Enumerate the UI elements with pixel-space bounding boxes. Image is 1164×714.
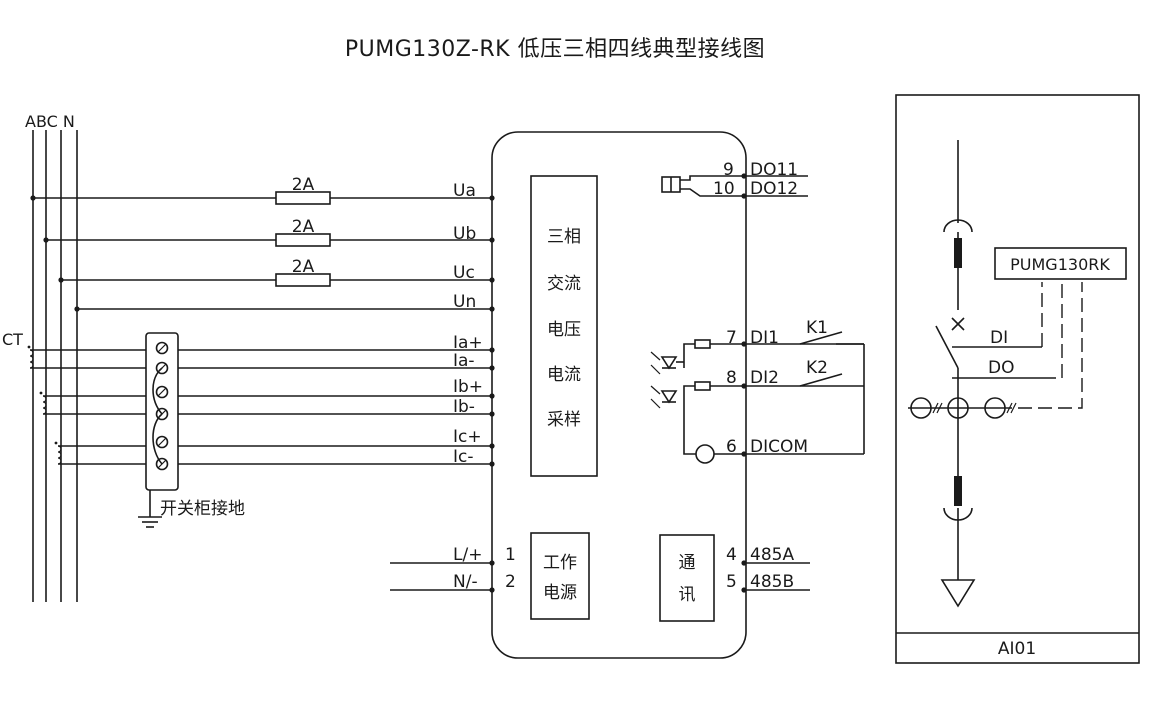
signal-do12: DO12 [750, 179, 798, 199]
signal-ub: Ub [453, 224, 476, 244]
comm-lines [741, 560, 810, 593]
signal-un: Un [453, 292, 476, 312]
switch-k2: K2 [806, 358, 828, 378]
power-block-line2: 电源 [543, 583, 577, 603]
terminal-7: 7 [726, 328, 737, 348]
fuse-label-3: 2A [292, 257, 315, 277]
signal-ic-minus: Ic- [453, 447, 474, 467]
digital-input-circuit [650, 331, 865, 464]
comm-block [659, 534, 715, 622]
panel-device-box [994, 247, 1127, 280]
comm-block-line1: 通 [679, 553, 696, 573]
panel-frame [895, 94, 1140, 664]
signal-ib-minus: Ib- [453, 397, 475, 417]
power-block-line1: 工作 [543, 553, 577, 573]
fuse-label-1: 2A [292, 175, 315, 195]
signal-ic-plus: Ic+ [453, 427, 482, 447]
diagram-title: PUMG130Z-RK 低压三相四线典型接线图 [345, 37, 765, 62]
bus-label: ABC N [25, 112, 75, 131]
signal-ia-minus: Ia- [453, 351, 475, 371]
terminal-8: 8 [726, 368, 737, 388]
panel-dashed-links [1018, 282, 1083, 409]
relay-output [661, 173, 808, 199]
fuse-ub [275, 233, 331, 247]
power-lines [390, 560, 495, 593]
svg-text:电流: 电流 [547, 365, 581, 385]
panel-di-label: DI [990, 328, 1008, 348]
signal-l-plus: L/+ [453, 545, 482, 565]
current-lines [30, 349, 494, 465]
signal-485b: 485B [750, 572, 794, 592]
signal-uc: Uc [453, 263, 475, 283]
switch-k1: K1 [806, 318, 828, 338]
fuse-label-2: 2A [292, 217, 315, 237]
sampling-block-text: 三相 交流 电压 电流 采样 [547, 227, 581, 430]
panel-device-label: PUMG130RK [1010, 255, 1110, 274]
comm-block-line2: 讯 [679, 585, 696, 605]
power-block [530, 532, 590, 620]
voltage-feeds [30, 191, 494, 312]
svg-text:采样: 采样 [547, 410, 581, 430]
ct-label: CT [2, 330, 23, 349]
bus-bars [32, 130, 78, 602]
terminal-5: 5 [726, 572, 737, 592]
panel-do-label: DO [988, 358, 1014, 378]
signal-ia-plus: Ia+ [453, 333, 483, 353]
signal-ib-plus: Ib+ [453, 377, 483, 397]
signal-ua: Ua [453, 181, 476, 201]
signal-dicom: DICOM [750, 437, 808, 457]
left-terminal-dots [489, 195, 495, 467]
signal-do11: DO11 [750, 160, 798, 180]
ground-label: 开关柜接地 [160, 499, 245, 519]
signal-di2: DI2 [750, 368, 779, 388]
signal-n-minus: N/- [453, 572, 478, 592]
terminal-10: 10 [713, 179, 735, 199]
terminal-9: 9 [723, 160, 734, 180]
terminal-2: 2 [505, 572, 516, 592]
test-terminal-block [145, 332, 179, 491]
ct-coils [27, 345, 62, 465]
terminal-1: 1 [505, 545, 516, 565]
terminal-4: 4 [726, 545, 737, 565]
signal-di1: DI1 [750, 328, 779, 348]
panel-footer: AI01 [998, 639, 1036, 659]
panel-feeder [908, 140, 1042, 608]
fuse-uc [275, 273, 331, 287]
sampling-block [530, 175, 598, 477]
svg-text:电压: 电压 [547, 320, 581, 340]
fuse-ua [275, 191, 331, 205]
svg-text:三相: 三相 [547, 227, 581, 247]
signal-485a: 485A [750, 545, 794, 565]
svg-text:交流: 交流 [547, 274, 581, 294]
terminal-6: 6 [726, 437, 737, 457]
ground-symbol [138, 490, 162, 528]
